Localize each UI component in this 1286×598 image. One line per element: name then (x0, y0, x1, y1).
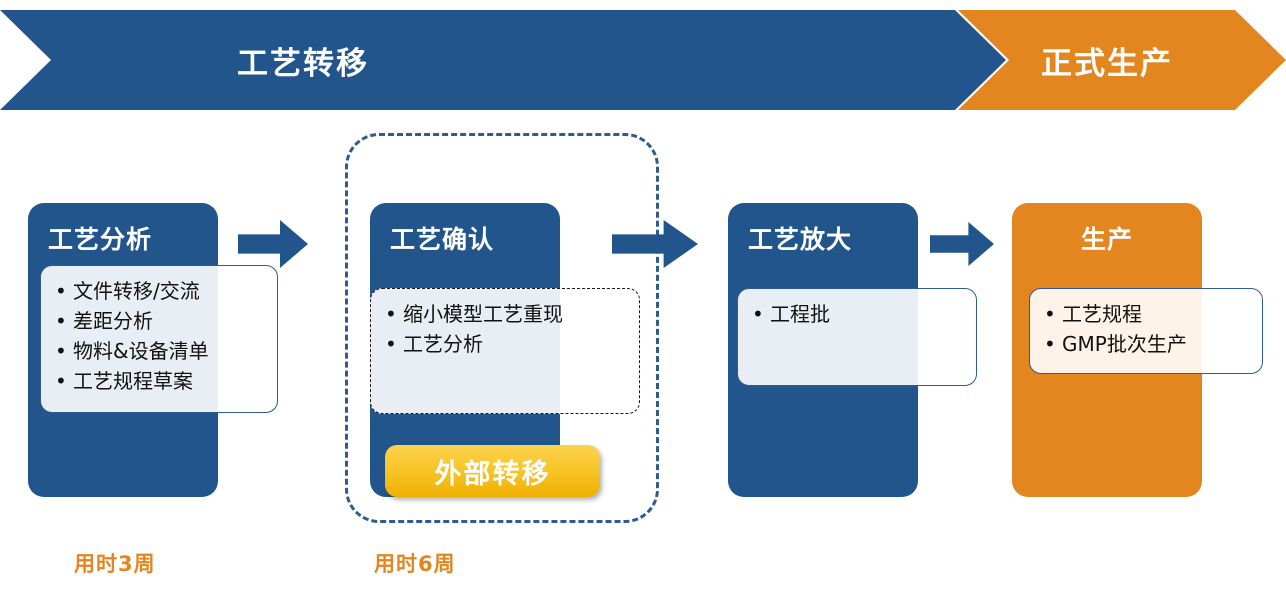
list-item: 物料&设备清单 (55, 336, 263, 366)
list-item: GMP批次生产 (1044, 329, 1248, 359)
list-item: 文件转移/交流 (55, 276, 263, 306)
detail-list: 缩小模型工艺重现 工艺分析 (383, 299, 625, 359)
stage-title: 工艺分析 (48, 225, 153, 254)
list-item: 缩小模型工艺重现 (385, 299, 625, 329)
duration-label-process-confirmation: 用时6周 (374, 552, 456, 576)
phase-banner: 工艺转移 正式生产 (0, 10, 1286, 110)
stage-details-production: 工艺规程 GMP批次生产 (1029, 288, 1263, 374)
banner-segment-process-transfer: 工艺转移 (0, 10, 1006, 110)
external-transfer-group-outline (345, 133, 659, 523)
banner-segment-formal-production: 正式生产 (958, 10, 1286, 110)
detail-list: 工艺规程 GMP批次生产 (1042, 299, 1248, 359)
stage-title: 生产 (1080, 225, 1133, 254)
detail-list: 文件转移/交流 差距分析 物料&设备清单 工艺规程草案 (53, 276, 263, 396)
duration-label-process-analysis: 用时3周 (74, 552, 156, 576)
detail-list: 工程批 (750, 299, 962, 329)
list-item: 工艺规程 (1044, 299, 1248, 329)
flow-arrow-icon (930, 222, 994, 266)
banner-segment-label: 工艺转移 (237, 45, 369, 82)
flow-arrow-icon (238, 220, 308, 268)
external-transfer-badge[interactable]: 外部转移 (385, 445, 600, 497)
stage-details-process-analysis: 文件转移/交流 差距分析 物料&设备清单 工艺规程草案 (40, 265, 278, 413)
stage-details-process-scale-up: 工程批 (737, 288, 977, 386)
list-item: 工程批 (752, 299, 962, 329)
stage-title: 工艺确认 (390, 225, 495, 254)
list-item: 工艺分析 (385, 329, 625, 359)
badge-label: 外部转移 (434, 458, 551, 490)
list-item: 差距分析 (55, 306, 263, 336)
list-item: 工艺规程草案 (55, 366, 263, 396)
banner-segment-label: 正式生产 (1041, 45, 1173, 82)
stage-title: 工艺放大 (748, 225, 853, 254)
stage-details-process-confirmation: 缩小模型工艺重现 工艺分析 (370, 288, 640, 414)
